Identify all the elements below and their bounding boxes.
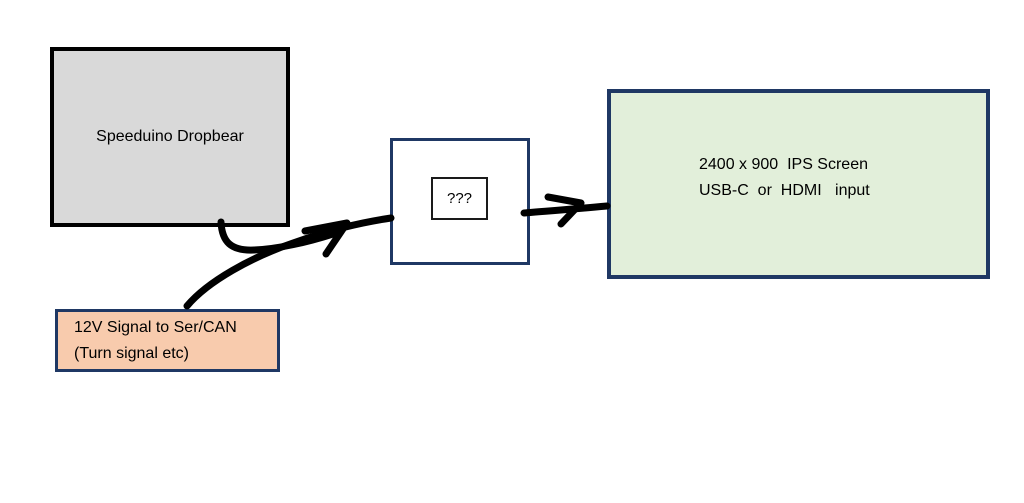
- connector-unknown-to-screen: [520, 202, 611, 217]
- connector-signal-to-unknown: [183, 214, 395, 310]
- arrowhead-to-screen-icon: [544, 193, 585, 228]
- arrowhead-to-unknown-icon: [301, 219, 351, 258]
- unknown-device-label: ???: [446, 190, 473, 207]
- speeduino-dropbear-label: Speeduino Dropbear: [96, 128, 244, 145]
- ips-screen-box: 2400 x 900 IPS Screen USB-C or HDMI inpu…: [607, 89, 990, 279]
- unknown-device-inner-box: ???: [431, 177, 488, 220]
- speeduino-dropbear-box: Speeduino Dropbear: [50, 47, 290, 227]
- unknown-device-box: ???: [390, 138, 530, 265]
- ips-screen-label-line2: USB-C or HDMI input: [699, 182, 870, 199]
- signal-12v-box: 12V Signal to Ser/CAN (Turn signal etc): [55, 309, 280, 372]
- signal-12v-label-line2: (Turn signal etc): [74, 344, 189, 362]
- signal-12v-label-line1: 12V Signal to Ser/CAN: [74, 318, 237, 336]
- ips-screen-label-line1: 2400 x 900 IPS Screen: [699, 156, 868, 173]
